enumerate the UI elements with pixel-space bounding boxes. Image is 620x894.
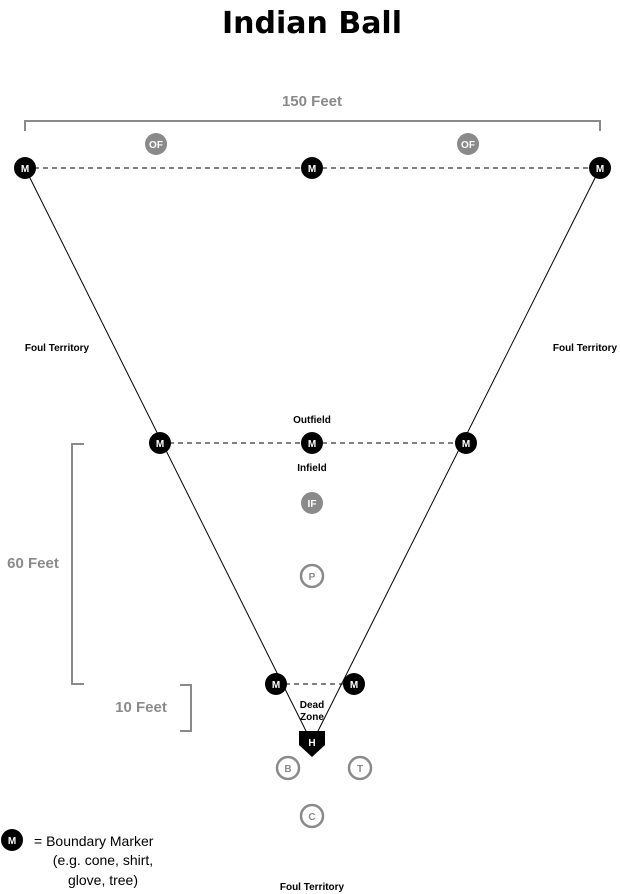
svg-text:P: P bbox=[309, 572, 316, 583]
infield-label: Infield bbox=[297, 463, 326, 474]
infield-dimension-label: 60 Feet bbox=[7, 555, 59, 572]
svg-text:OF: OF bbox=[461, 140, 475, 151]
boundary-marker-top-right: M bbox=[589, 157, 611, 179]
deadzone-dimension-bracket bbox=[180, 684, 192, 732]
outfield-label: Outfield bbox=[293, 415, 331, 426]
svg-text:B: B bbox=[284, 764, 291, 775]
svg-text:M: M bbox=[21, 164, 29, 175]
boundary-marker-mid-center: M bbox=[301, 432, 323, 454]
legend-line2: (e.g. cone, shirt, bbox=[53, 852, 153, 868]
legend-line3: glove, tree) bbox=[68, 872, 138, 888]
svg-text:C: C bbox=[308, 812, 315, 823]
boundary-marker-bottom-left: M bbox=[265, 673, 287, 695]
svg-text:M: M bbox=[272, 680, 280, 691]
svg-text:M: M bbox=[156, 439, 164, 450]
foul-territory-bottom-label: Foul Territory bbox=[280, 882, 345, 893]
boundary-marker-top-center: M bbox=[301, 157, 323, 179]
deadzone-dimension-label: 10 Feet bbox=[115, 699, 167, 716]
svg-text:M: M bbox=[350, 680, 358, 691]
svg-text:T: T bbox=[357, 764, 363, 775]
width-dimension-label: 150 Feet bbox=[282, 93, 342, 110]
right-foul-line bbox=[311, 167, 601, 744]
boundary-marker-mid-right: M bbox=[455, 432, 477, 454]
home-plate-marker: H bbox=[299, 731, 325, 757]
outfielder-left-marker: OF bbox=[145, 133, 167, 155]
batter-marker: B bbox=[275, 755, 301, 781]
pitcher-marker: P bbox=[299, 563, 325, 589]
left-foul-line bbox=[24, 167, 313, 744]
width-dimension-bracket bbox=[24, 120, 601, 131]
boundary-marker-mid-left: M bbox=[149, 432, 171, 454]
boundary-marker-top-left: M bbox=[14, 157, 36, 179]
outfielder-right-marker: OF bbox=[457, 133, 479, 155]
dead-zone-label-line2: Zone bbox=[300, 712, 324, 723]
infield-dimension-bracket bbox=[71, 443, 84, 685]
legend-line1: = Boundary Marker bbox=[34, 833, 154, 849]
boundary-marker-bottom-right: M bbox=[343, 673, 365, 695]
foul-territory-left-label: Foul Territory bbox=[25, 343, 90, 354]
infielder-marker: IF bbox=[301, 492, 323, 514]
legend: M = Boundary Marker (e.g. cone, shirt, g… bbox=[1, 829, 154, 888]
svg-text:IF: IF bbox=[308, 499, 317, 510]
catcher-marker: C bbox=[299, 803, 325, 829]
tee-marker: T bbox=[347, 755, 373, 781]
legend-boundary-marker-icon: M bbox=[1, 829, 23, 851]
svg-text:H: H bbox=[308, 738, 315, 749]
svg-text:M: M bbox=[308, 439, 316, 450]
dead-zone-label-line1: Dead bbox=[300, 700, 324, 711]
svg-text:M: M bbox=[8, 836, 16, 847]
svg-text:OF: OF bbox=[149, 140, 163, 151]
page-title: Indian Ball bbox=[222, 6, 402, 41]
svg-text:M: M bbox=[596, 164, 604, 175]
foul-territory-right-label: Foul Territory bbox=[553, 343, 618, 354]
svg-text:M: M bbox=[308, 164, 316, 175]
svg-text:M: M bbox=[462, 439, 470, 450]
